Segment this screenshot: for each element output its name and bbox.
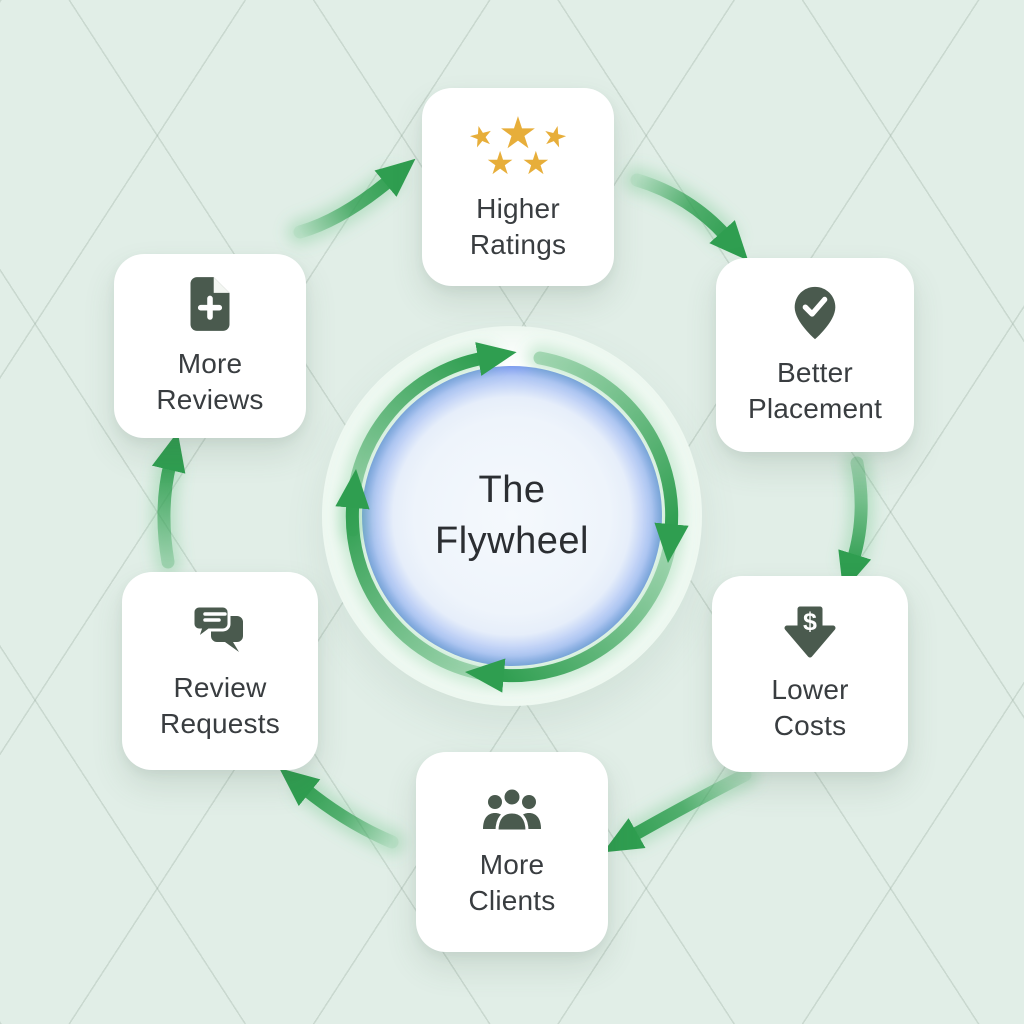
card-label-line1: Higher xyxy=(476,192,560,224)
dollar-glyph: $ xyxy=(803,608,817,636)
arrow-better-placement-to-lower-costs xyxy=(838,456,872,592)
document-plus-icon xyxy=(190,277,230,332)
card-label: Lower Costs xyxy=(771,672,848,744)
star-icon: ★ xyxy=(521,144,551,181)
card-label-line1: Lower xyxy=(771,674,849,706)
star-icon: ★ xyxy=(465,118,498,155)
arrow-lower-costs-to-more-clients xyxy=(603,768,752,853)
arrow-more-clients-to-review-requests xyxy=(279,768,399,849)
card-label-line1: Review xyxy=(173,672,267,704)
dollar-down-arrow-icon: $ xyxy=(784,606,836,658)
location-pin-check-icon xyxy=(794,287,836,340)
card-label: Higher Ratings xyxy=(470,191,566,263)
card-label-line2: Requests xyxy=(160,708,280,739)
card-more-clients: More Clients xyxy=(416,752,608,952)
card-label-line2: Ratings xyxy=(469,228,567,260)
arrow-review-requests-to-more-reviews xyxy=(151,431,186,569)
chat-bubbles-icon xyxy=(191,604,243,653)
card-better-placement: Better Placement xyxy=(716,258,914,452)
card-label-line1: Better xyxy=(777,357,853,389)
card-label-line1: More xyxy=(177,348,243,380)
card-label-line1: More xyxy=(479,849,545,881)
card-label-line2: Placement xyxy=(747,393,883,424)
card-label-line2: Reviews xyxy=(156,384,264,415)
center-title: The Flywheel xyxy=(322,326,702,706)
star-icon: ★ xyxy=(538,118,571,155)
center-title-line2: Flywheel xyxy=(435,520,589,562)
five-stars-icon: ★ ★ ★ ★ ★ xyxy=(465,108,571,181)
card-label: Review Requests xyxy=(160,670,280,742)
card-label-line2: Clients xyxy=(468,885,556,916)
card-lower-costs: $ Lower Costs xyxy=(712,576,908,772)
card-label: Better Placement xyxy=(748,355,882,427)
people-group-icon xyxy=(483,786,541,833)
card-label: More Reviews xyxy=(156,346,263,418)
center-title-line1: The xyxy=(478,468,546,511)
card-more-reviews: More Reviews xyxy=(114,254,306,438)
card-review-requests: Review Requests xyxy=(122,572,318,770)
flywheel-center: The Flywheel xyxy=(322,326,702,706)
arrow-more-reviews-to-higher-ratings xyxy=(293,158,416,239)
card-higher-ratings: ★ ★ ★ ★ ★ Higher Ratings xyxy=(422,88,614,286)
arrow-higher-ratings-to-better-placement xyxy=(630,173,749,261)
star-icon: ★ xyxy=(485,144,515,181)
card-label-line2: Costs xyxy=(773,710,847,741)
star-icon: ★ xyxy=(498,108,538,158)
card-label: More Clients xyxy=(469,847,556,919)
